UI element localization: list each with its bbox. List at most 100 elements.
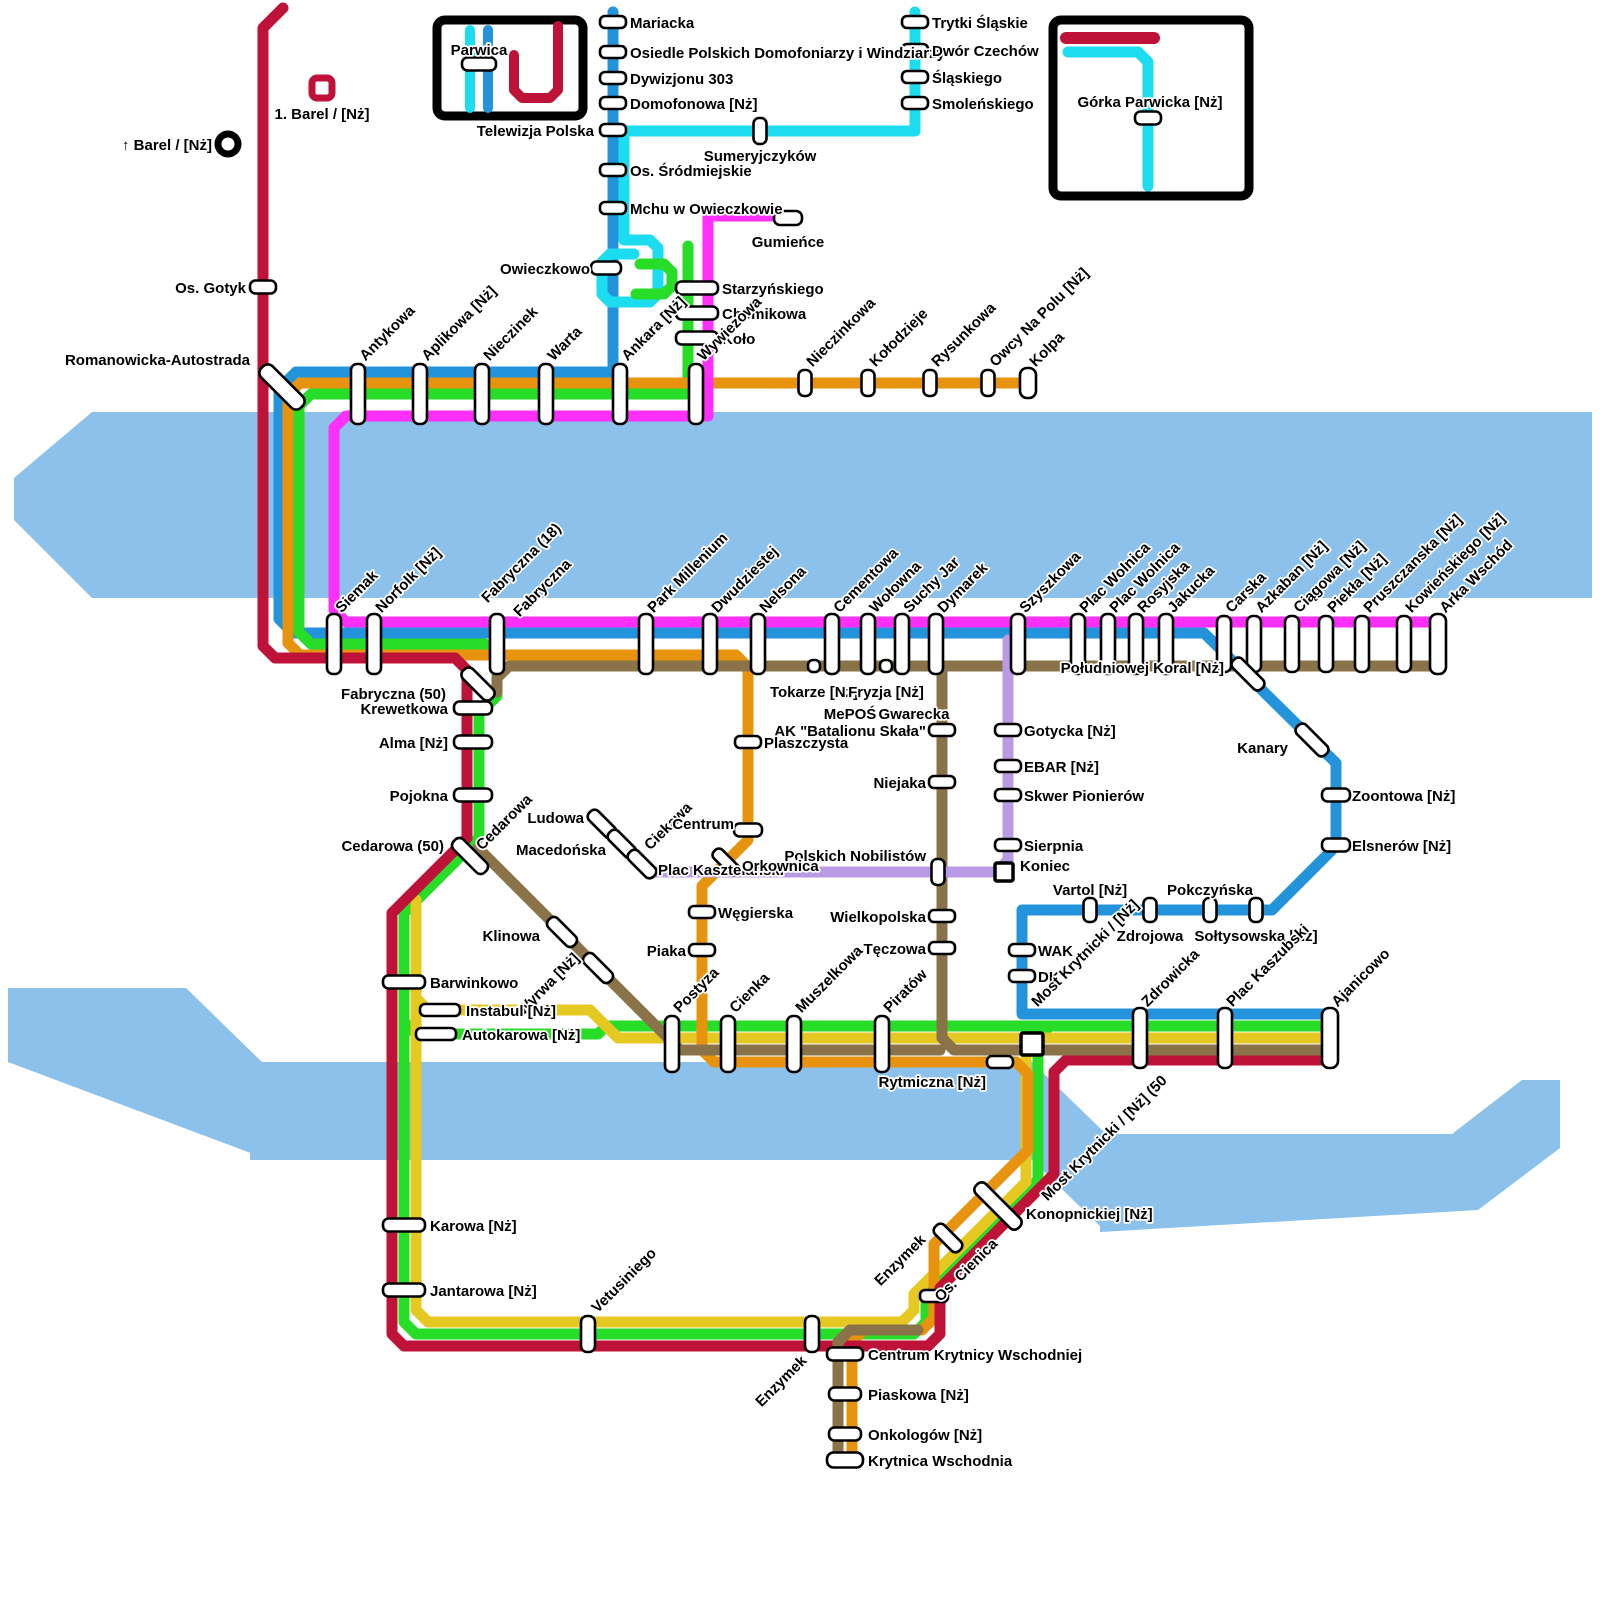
- station-pokczyńska[interactable]: [1202, 896, 1218, 924]
- station-orkownica[interactable]: [710, 846, 741, 877]
- station-konopnickiej-nż[interactable]: [972, 1180, 1024, 1232]
- station-centrum[interactable]: [732, 822, 764, 838]
- station-jantarowa-nż[interactable]: [381, 1282, 427, 1298]
- station-romanowicka-autostrada[interactable]: [257, 362, 308, 413]
- station-skwer-pionierów[interactable]: [993, 787, 1023, 803]
- station-dk[interactable]: [1007, 968, 1037, 984]
- station-enzymek[interactable]: [803, 1314, 821, 1354]
- station-fabryczna-50[interactable]: [459, 665, 497, 703]
- station-owieczkowo[interactable]: [589, 260, 623, 276]
- station-południowej-koral-nż[interactable]: [1229, 655, 1266, 692]
- station-polskich-nobilistów[interactable]: [930, 857, 946, 887]
- station-gotycka-nż[interactable]: [993, 722, 1023, 738]
- station-rysunkowa[interactable]: [922, 368, 938, 398]
- station-parwica[interactable]: [460, 56, 498, 72]
- station-rytmiczna-nż[interactable]: [985, 1054, 1015, 1070]
- station-tokarze-nż[interactable]: [806, 658, 822, 674]
- station-vetusiniego[interactable]: [579, 1314, 597, 1354]
- station-węgierska[interactable]: [687, 904, 717, 920]
- station-kolpa[interactable]: [1018, 366, 1038, 400]
- station-smoleńskiego[interactable]: [900, 95, 930, 111]
- station-park-millenium[interactable]: [637, 612, 655, 676]
- station-wielkopolska[interactable]: [927, 908, 957, 924]
- station-chomikowa[interactable]: [674, 305, 720, 321]
- station-wak[interactable]: [1007, 942, 1037, 958]
- station-telewizja-polska[interactable]: [598, 122, 628, 138]
- station-wyrwa-nż[interactable]: [581, 951, 616, 986]
- station-fryzja-nż[interactable]: [878, 658, 894, 674]
- station-azkaban-nż[interactable]: [1245, 614, 1263, 674]
- station-plac-wolnica[interactable]: [1069, 612, 1087, 676]
- station-carska[interactable]: [1215, 614, 1233, 674]
- station-kanary[interactable]: [1293, 721, 1330, 758]
- station-dymarek[interactable]: [927, 612, 945, 676]
- station-piaskowa-nż[interactable]: [827, 1386, 863, 1402]
- station-1-barel-nż[interactable]: [308, 74, 336, 102]
- station-nieczinkowa[interactable]: [797, 368, 813, 398]
- station-sołtysowska-nż[interactable]: [1248, 896, 1264, 924]
- station-mariacka[interactable]: [598, 14, 628, 30]
- station-cienka[interactable]: [719, 1014, 737, 1074]
- station-jakucka[interactable]: [1157, 612, 1175, 676]
- station-norfolk-nż[interactable]: [365, 612, 383, 676]
- station-aplikowa-nż[interactable]: [411, 362, 429, 426]
- station-vartol-nż[interactable]: [1082, 896, 1098, 924]
- station-trytki-śląskie[interactable]: [900, 14, 930, 30]
- station-piekła-nż[interactable]: [1317, 614, 1335, 674]
- station-dywizjonu-303[interactable]: [598, 70, 628, 86]
- station-wywiezowa[interactable]: [687, 362, 705, 426]
- station-wołowna[interactable]: [859, 612, 877, 676]
- station-piaka[interactable]: [687, 942, 717, 958]
- station-ankara-nż[interactable]: [611, 362, 629, 426]
- station-centrum-krytnicy-wschodniej[interactable]: [825, 1346, 865, 1362]
- station-os-śródmiejskie[interactable]: [598, 162, 628, 178]
- station-gumieńce[interactable]: [772, 209, 804, 227]
- station-koło[interactable]: [674, 330, 720, 346]
- station-ciągowa-nż[interactable]: [1283, 614, 1301, 674]
- station-sierpnia[interactable]: [993, 837, 1023, 853]
- station-os-cienica[interactable]: [931, 1221, 964, 1254]
- station-koniec[interactable]: [993, 861, 1015, 883]
- station-zdrojowa[interactable]: [1142, 896, 1158, 924]
- station-dwudziestej[interactable]: [701, 612, 719, 676]
- station-mchu-w-owieczkowie[interactable]: [598, 200, 628, 216]
- station-plac-kasztelański[interactable]: [625, 847, 658, 880]
- station-górka-parwicka-nż[interactable]: [1133, 110, 1163, 126]
- station-nieczinek[interactable]: [473, 362, 491, 426]
- station-warta[interactable]: [537, 362, 555, 426]
- station-krewetkowa[interactable]: [452, 700, 494, 716]
- station-zoontowa-nż[interactable]: [1320, 787, 1352, 803]
- station-nelsona[interactable]: [749, 612, 767, 676]
- station-postyza[interactable]: [663, 1014, 681, 1074]
- station-szyszkowa[interactable]: [1009, 612, 1027, 676]
- station-ajanicowo[interactable]: [1320, 1006, 1340, 1070]
- station-siemak[interactable]: [325, 612, 343, 676]
- station-piratów[interactable]: [873, 1014, 891, 1074]
- station-barwinkowo[interactable]: [381, 974, 427, 990]
- station-alma-nż[interactable]: [452, 734, 494, 750]
- station-arka-wschód[interactable]: [1428, 612, 1448, 676]
- station-śląskiego[interactable]: [900, 69, 930, 85]
- station-pojokna[interactable]: [452, 787, 494, 803]
- station-niejaka[interactable]: [927, 774, 957, 790]
- station-owcy-na-polu-nż[interactable]: [980, 368, 996, 398]
- station-os-gotyk[interactable]: [248, 279, 278, 295]
- station-karowa-nż[interactable]: [381, 1217, 427, 1233]
- station-most-krytnicki[interactable]: [1019, 1031, 1045, 1057]
- station-elsnerów-nż[interactable]: [1320, 837, 1352, 853]
- station-muszelkowa[interactable]: [785, 1014, 803, 1074]
- station-starzyńskiego[interactable]: [674, 280, 720, 296]
- station-pruszczanska-nż[interactable]: [1353, 614, 1371, 674]
- station-ebar-nż[interactable]: [993, 758, 1023, 774]
- station-tęczowa[interactable]: [927, 940, 957, 956]
- station-plaszczysta[interactable]: [733, 734, 763, 750]
- station-domofonowa-nż[interactable]: [598, 95, 628, 111]
- station-enzymek[interactable]: [918, 1288, 950, 1304]
- station-cementowa[interactable]: [823, 612, 841, 676]
- station-sumeryjczyków[interactable]: [752, 116, 768, 146]
- station-klinowa[interactable]: [545, 915, 580, 950]
- station-antykowa[interactable]: [349, 362, 367, 426]
- station-cedarowa-50[interactable]: [449, 835, 490, 876]
- station-plac-wolnica[interactable]: [1099, 612, 1117, 676]
- station-onkologów-nż[interactable]: [827, 1426, 863, 1442]
